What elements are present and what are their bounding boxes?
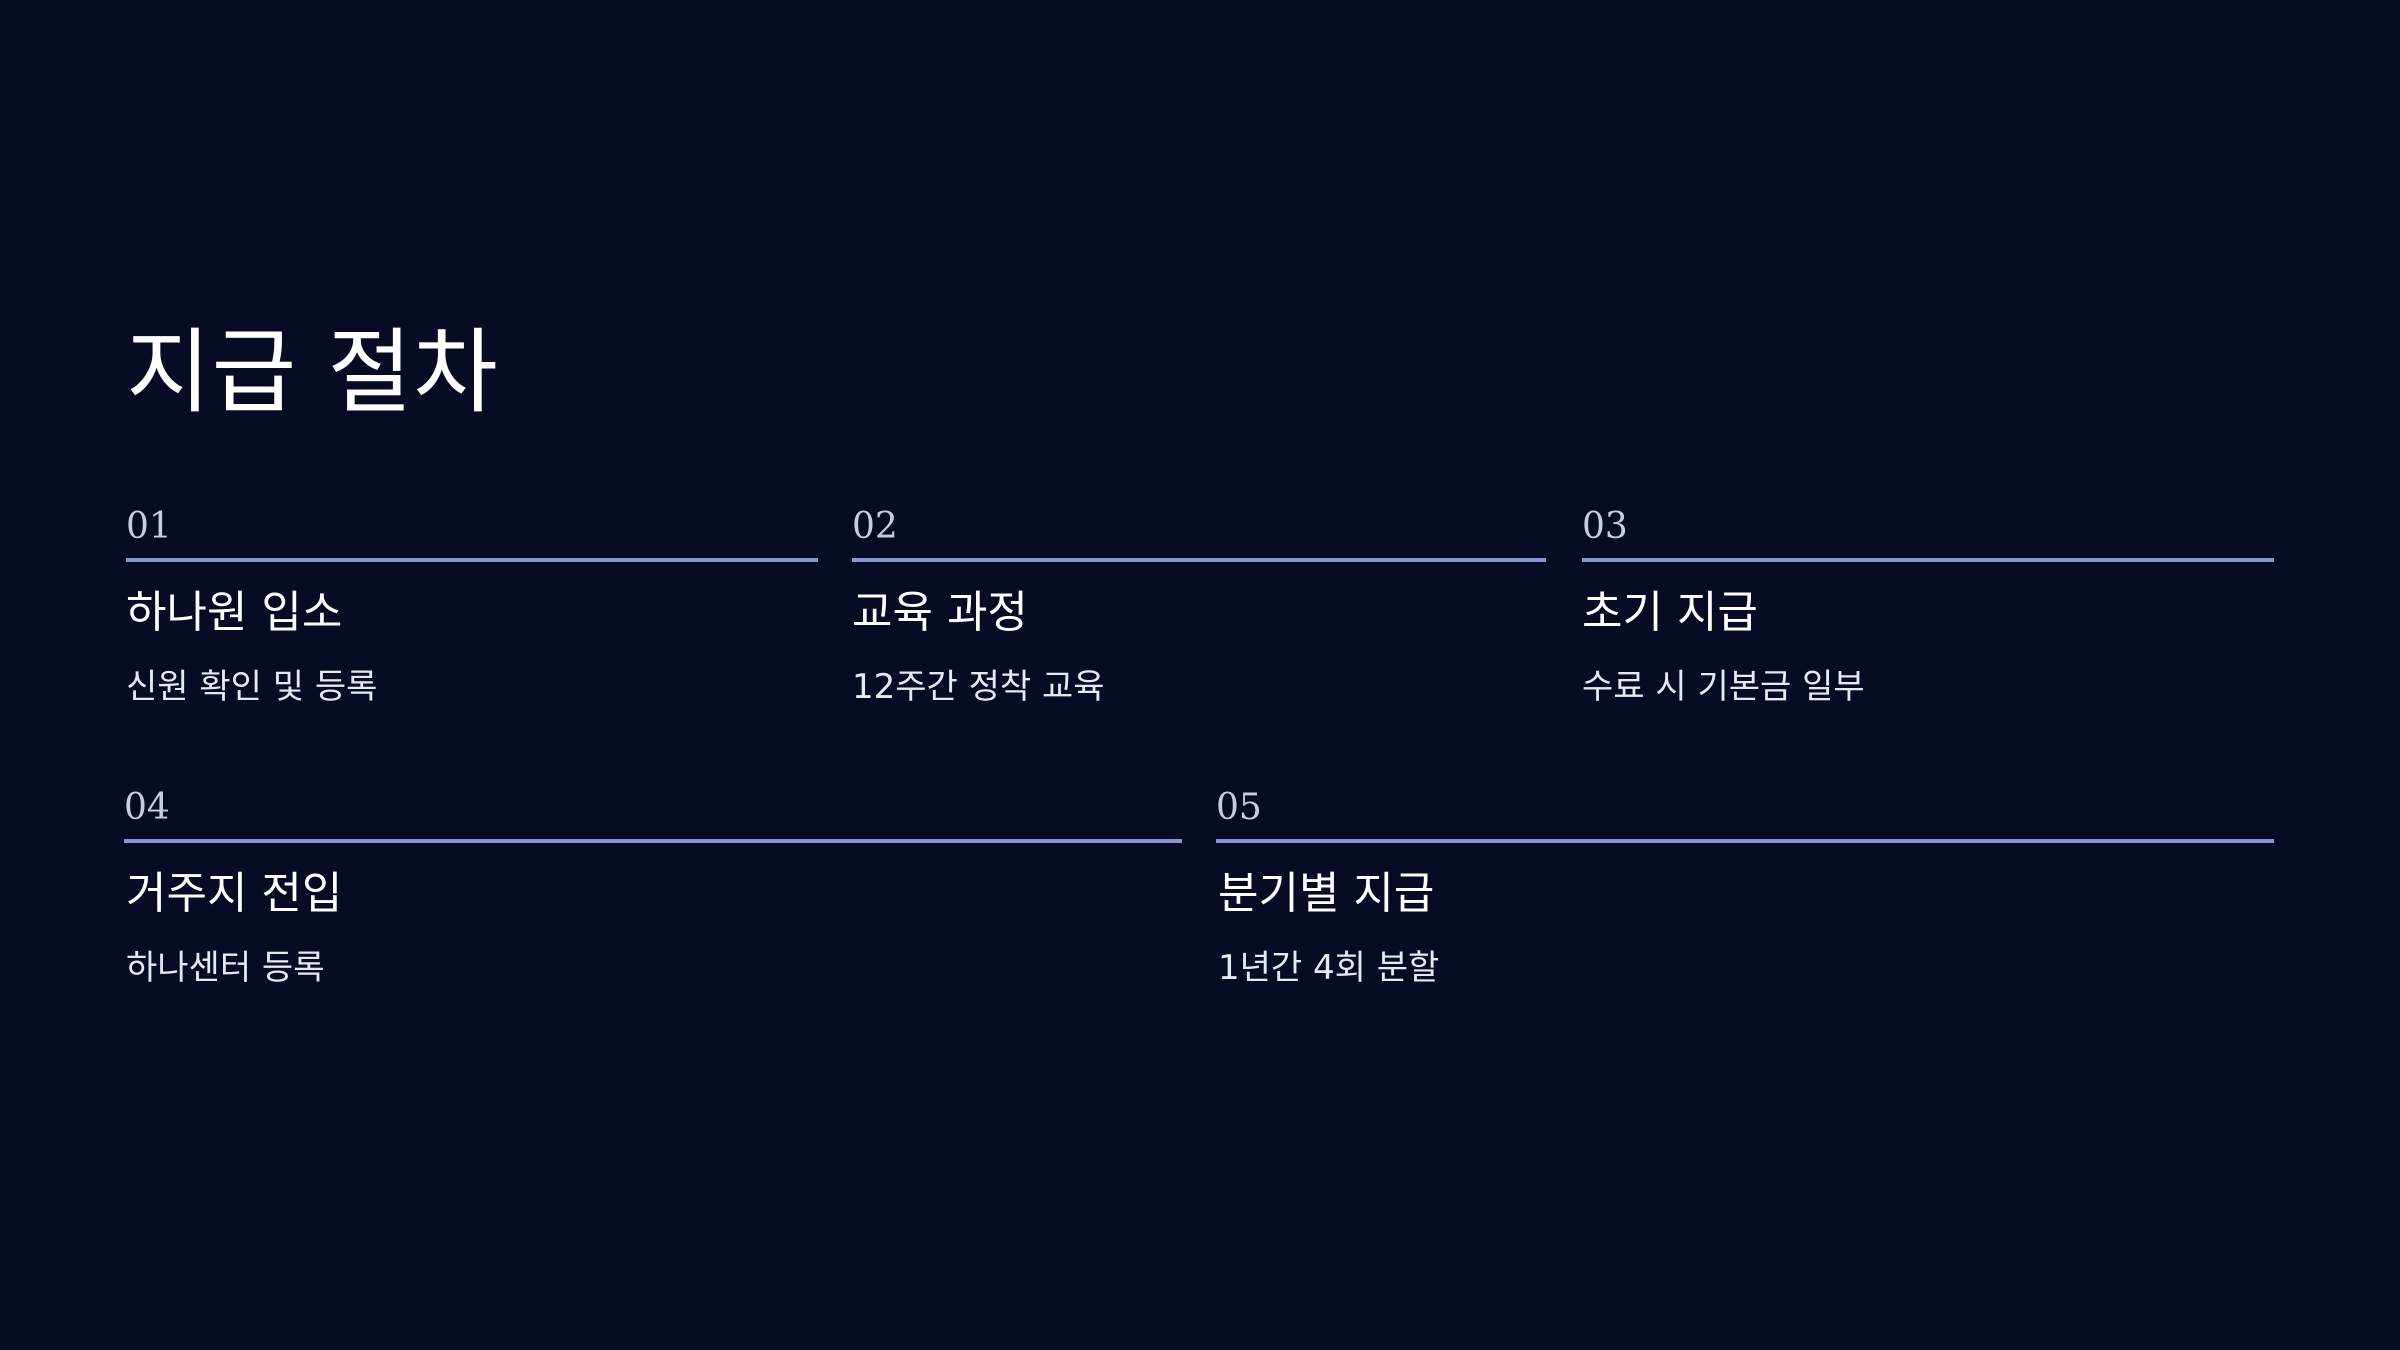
step-description: 하나센터 등록 (126, 948, 325, 988)
step-heading: 교육 과정 (852, 587, 1028, 638)
step-card-5: 05 분기별 지급 1년간 4회 분할 (1216, 786, 2274, 988)
step-description: 수료 시 기본금 일부 (1582, 667, 1865, 707)
step-card-2: 02 교육 과정 12주간 정착 교육 (852, 505, 1546, 707)
step-heading: 분기별 지급 (1218, 868, 1435, 919)
step-divider (126, 558, 818, 562)
step-heading: 초기 지급 (1582, 587, 1758, 638)
step-card-4: 04 거주지 전입 하나센터 등록 (124, 786, 1182, 988)
step-number: 05 (1216, 787, 1262, 828)
step-card-3: 03 초기 지급 수료 시 기본금 일부 (1582, 505, 2274, 707)
step-description: 1년간 4회 분할 (1218, 948, 1440, 988)
step-number: 01 (126, 506, 172, 547)
step-divider (1582, 558, 2274, 562)
step-number: 03 (1582, 506, 1628, 547)
step-number: 02 (852, 506, 898, 547)
step-description: 12주간 정착 교육 (852, 667, 1105, 707)
step-heading: 하나원 입소 (126, 587, 343, 638)
step-divider (852, 558, 1546, 562)
step-description: 신원 확인 및 등록 (126, 667, 378, 707)
step-card-1: 01 하나원 입소 신원 확인 및 등록 (126, 505, 818, 707)
step-heading: 거주지 전입 (126, 868, 343, 919)
step-divider (1216, 839, 2274, 843)
step-divider (124, 839, 1182, 843)
step-number: 04 (124, 787, 170, 828)
slide-title: 지급 절차 (126, 319, 499, 426)
